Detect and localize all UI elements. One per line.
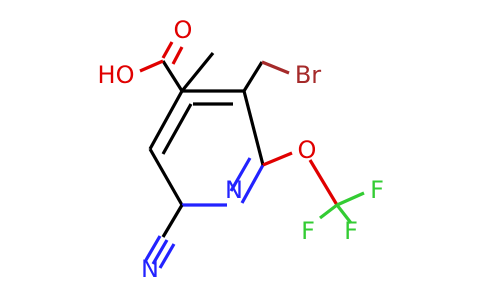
bond-c6-cn (161, 204, 184, 238)
bond-cf3-f3 (335, 204, 353, 224)
ether-oxygen-label: O (298, 136, 317, 164)
bond-c2-c3 (242, 90, 265, 166)
bond-c3-c4 (180, 51, 215, 93)
bond-c5-c6 (148, 148, 184, 206)
bond-hydroxyl (139, 59, 164, 73)
bond-c2-o (262, 151, 293, 167)
bond-carbonyl-2 (161, 41, 174, 59)
fluorine-2-label: F (301, 217, 315, 245)
carbonyl-oxygen-label: O (174, 16, 193, 44)
fluorine-1-label: F (370, 176, 384, 204)
bond-c4-carboxyl (161, 60, 184, 92)
bond-n1-c2 (240, 164, 265, 204)
bond-cn-triple-1 (151, 239, 169, 265)
bond-cf3-f2 (319, 203, 338, 220)
bond-cn-triple-2 (144, 235, 162, 261)
bond-c3-ch2 (242, 61, 264, 92)
hydroxyl-label: HO (98, 61, 135, 89)
bond-ch2-br (261, 60, 290, 75)
bond-o-cf3 (308, 159, 339, 206)
bond-carbonyl-1 (171, 46, 184, 65)
bond-n1-c2-inner (229, 157, 252, 192)
bond-c4-c5-inner (161, 103, 193, 155)
nitrile-nitrogen-label: N (141, 255, 159, 283)
bond-cn-triple-3 (158, 243, 176, 269)
bromine-label: Br (295, 61, 321, 89)
bond-c4-c5 (148, 90, 184, 150)
ring-nitrogen-label: N (225, 176, 243, 204)
fluorine-3-label: F (344, 217, 358, 245)
bond-cf3-f1 (336, 191, 365, 207)
